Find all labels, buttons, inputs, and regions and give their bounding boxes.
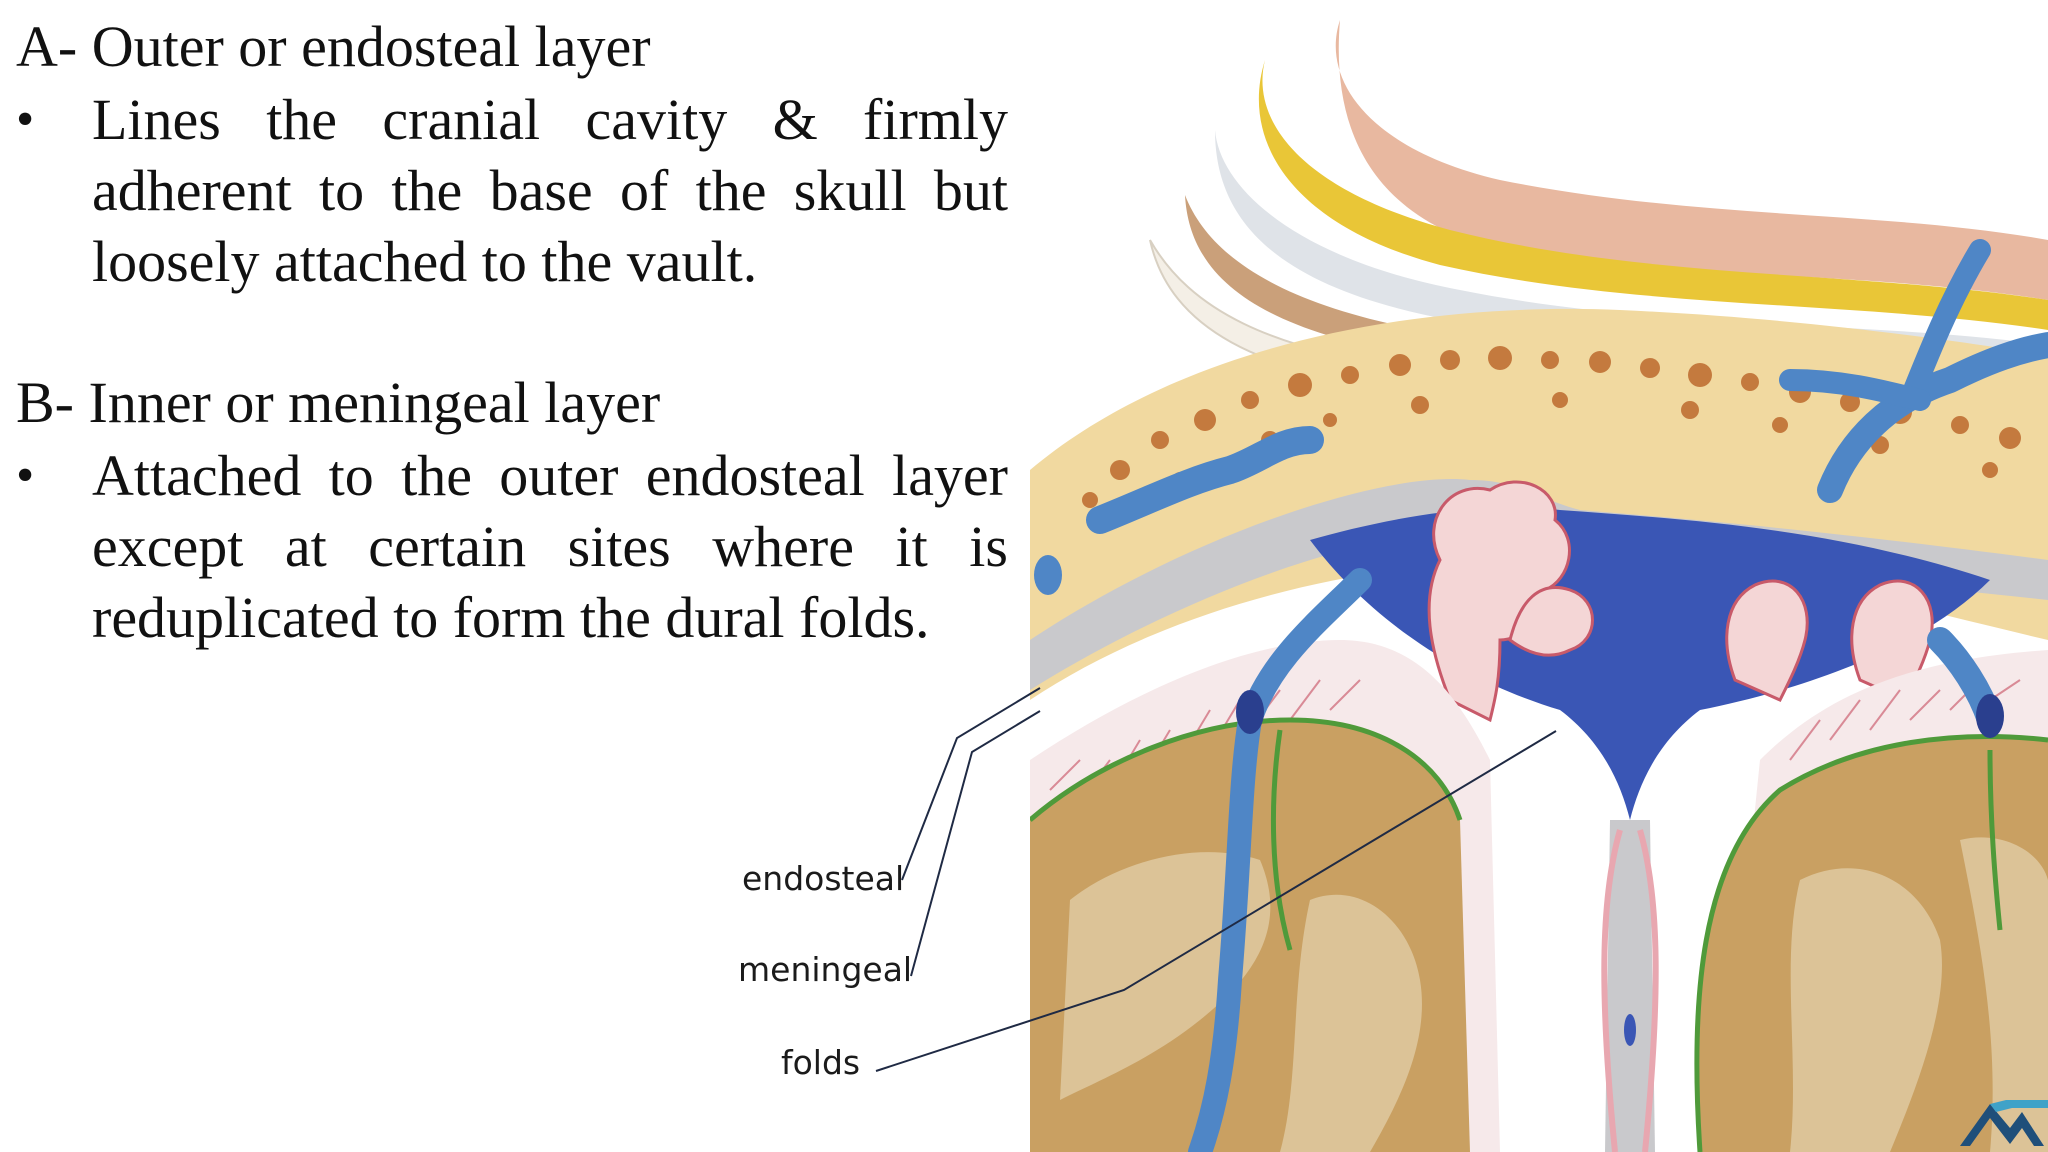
label-endosteal: endosteal: [742, 859, 905, 898]
bullet-symbol: •: [16, 91, 35, 148]
section-a-heading: A- Outer or endosteal layer: [16, 14, 651, 79]
meningeal-leader-line: [910, 710, 1041, 977]
endosteal-leader-line: [901, 687, 1041, 881]
logo-icon: [1960, 1100, 2048, 1146]
section-b-bullet-text: Attached to the outer endosteal layer ex…: [92, 443, 1008, 650]
label-folds: folds: [781, 1043, 861, 1082]
label-meningeal: meningeal: [738, 950, 913, 989]
section-a-bullet-text: Lines the cranial cavity & firmly adhere…: [92, 87, 1008, 294]
folds-leader-line: [875, 730, 1557, 1072]
section-b-heading: B- Inner or meningeal layer: [16, 370, 661, 435]
section-a-bullet: • Lines the cranial cavity & firmly adhe…: [16, 84, 1008, 297]
section-b-bullet: • Attached to the outer endosteal layer …: [16, 440, 1008, 653]
bullet-symbol: •: [16, 447, 35, 504]
